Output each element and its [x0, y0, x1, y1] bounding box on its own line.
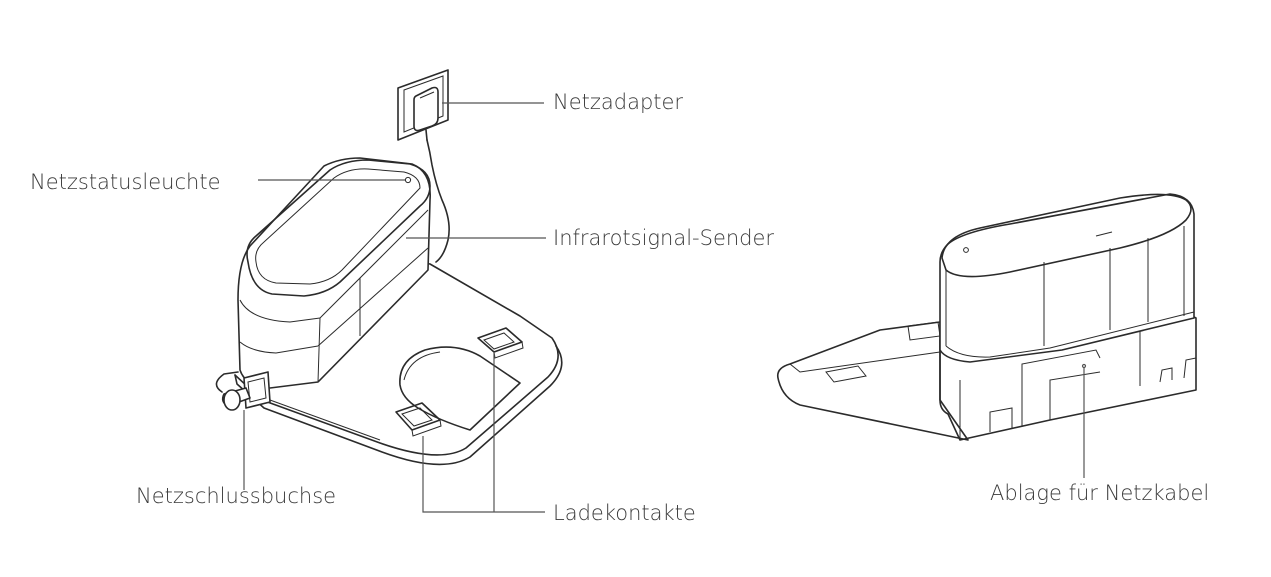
label-ladekontakte: Ladekontakte [553, 501, 696, 525]
label-infrarotsignal-sender: Infrarotsignal-Sender [553, 226, 775, 250]
label-ablage-fuer-netzkabel: Ablage für Netzkabel [990, 481, 1210, 505]
power-jack [215, 371, 271, 411]
status-led [404, 176, 412, 184]
label-netzstatusleuchte: Netzstatusleuchte [30, 170, 221, 194]
dock-base-plate [234, 261, 563, 466]
charging-contact-front [395, 402, 442, 437]
leader-lines [243, 102, 1087, 513]
status-led [963, 247, 969, 253]
right-charging-dock [776, 193, 1197, 441]
wall-socket-plate [397, 69, 449, 141]
power-adapter [413, 86, 439, 141]
leader-ladekontakte [422, 436, 545, 513]
power-cable [426, 139, 450, 263]
dock-tower [237, 157, 431, 389]
charging-contact-rear [477, 327, 524, 359]
label-netzadapter: Netzadapter [553, 90, 684, 114]
label-netzschlussbuchse: Netzschlussbuchse [136, 484, 337, 508]
left-charging-dock [215, 69, 563, 466]
